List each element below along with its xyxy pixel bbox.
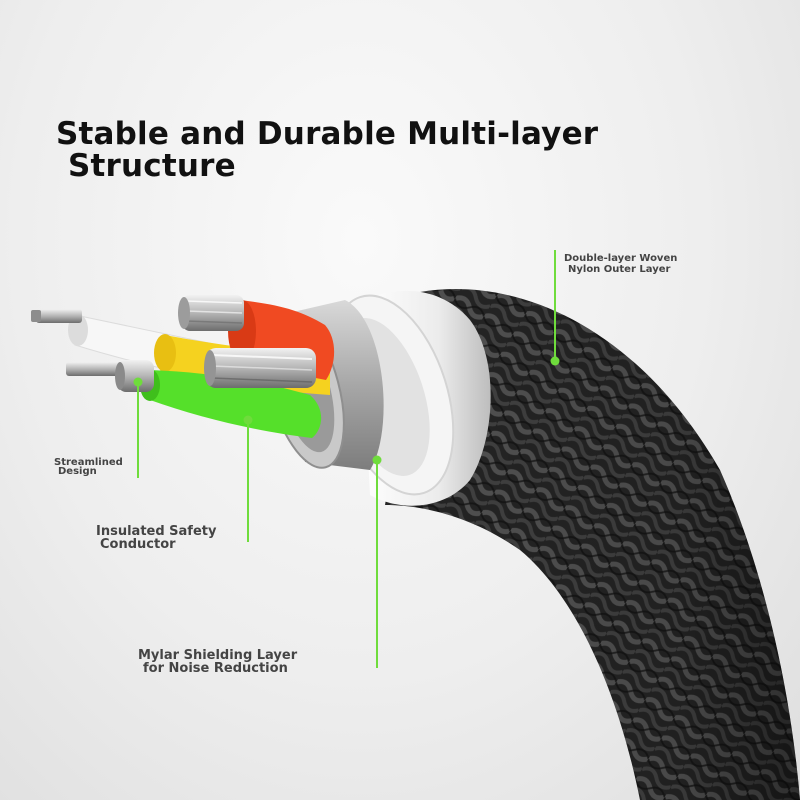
mylar-label-line-1: Mylar Shielding Layer <box>138 648 298 663</box>
title-line-2: Structure <box>68 148 236 184</box>
outer-layer-label-line-2: Nylon Outer Layer <box>568 264 671 275</box>
outer-layer-label-line-1: Double-layer Woven <box>564 253 678 264</box>
mylar-dot <box>372 455 382 465</box>
streamlined-label-line-2: Design <box>58 466 97 477</box>
mylar-label-line-2: for Noise Reduction <box>143 661 288 676</box>
green-wire-conductor <box>66 360 154 392</box>
outer-layer-dot <box>550 356 560 366</box>
center-conductor <box>204 348 316 388</box>
streamlined-label-line-1: Streamlined <box>54 457 123 468</box>
red-wire-conductor <box>178 295 244 331</box>
insulated-label-line-2: Conductor <box>100 537 176 552</box>
streamlined-dot <box>133 377 143 387</box>
callout-markers <box>133 250 560 668</box>
insulated-label-line-1: Insulated Safety <box>96 524 217 539</box>
insulated-dot <box>243 415 253 425</box>
title-line-1: Stable and Durable Multi-layer <box>56 116 599 152</box>
